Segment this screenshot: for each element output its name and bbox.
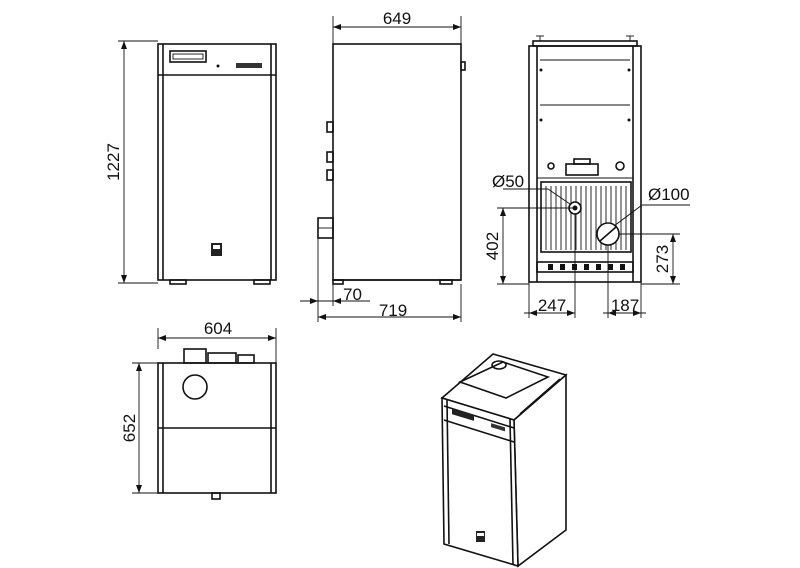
top-flue-circle	[182, 374, 208, 400]
dim-offset: 70	[343, 285, 362, 304]
logo-badge	[211, 243, 222, 256]
label-outlet-diameter: Ø100	[648, 185, 690, 204]
iso-flue	[491, 360, 507, 370]
control-display	[169, 50, 207, 63]
front-view	[118, 40, 277, 285]
dim-height: 1227	[104, 143, 123, 181]
side-body	[332, 43, 462, 281]
dim-flue-height: 402	[483, 232, 502, 260]
side-view	[300, 16, 466, 322]
label-flue-diameter: Ø50	[492, 172, 524, 191]
front-body	[157, 43, 277, 281]
iso-display	[452, 408, 474, 421]
isometric-view	[440, 353, 568, 568]
brand-label	[236, 63, 262, 68]
iso-logo	[476, 531, 485, 542]
dim-outlet-height: 273	[653, 245, 672, 273]
iso-front	[441, 396, 519, 568]
top-view	[132, 328, 277, 500]
rear-grille	[540, 181, 632, 253]
dim-flue-offset: 247	[538, 296, 566, 315]
dim-outlet-offset: 187	[611, 296, 639, 315]
dim-depth-top: 652	[120, 414, 139, 442]
dim-depth-base: 719	[379, 301, 407, 320]
dim-depth-total: 649	[383, 9, 411, 28]
dim-width-top: 604	[204, 319, 232, 338]
rear-view	[497, 35, 690, 318]
